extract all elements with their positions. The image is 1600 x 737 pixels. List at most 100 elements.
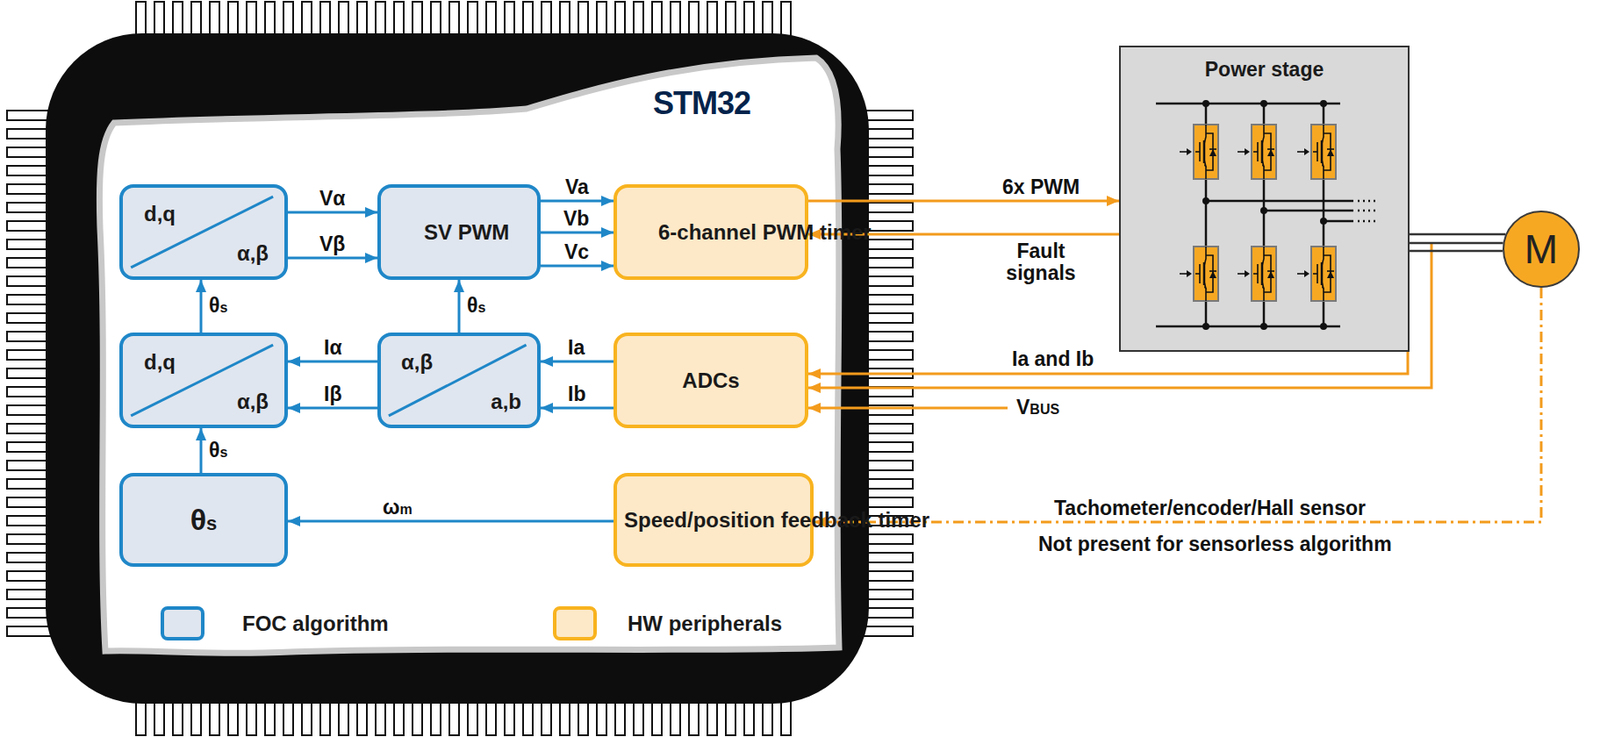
chip-pin (7, 165, 51, 176)
arrow-line (540, 231, 614, 235)
chip-pin (863, 129, 913, 139)
motor-phase-wire (1409, 250, 1503, 253)
edge-label: Ia (567, 337, 585, 359)
motor-circle: M (1502, 210, 1580, 288)
connector (459, 279, 460, 333)
connector (287, 408, 378, 409)
dotted-wire (1357, 220, 1379, 223)
junction-dot (1320, 100, 1328, 108)
motor-label: M (1524, 229, 1558, 270)
chip-pin (7, 479, 51, 489)
chip-pin (7, 331, 51, 342)
chip-pin (863, 497, 913, 508)
chip-pin (7, 387, 51, 397)
chip-pin (7, 423, 51, 434)
transform-block: α,βa,b (377, 332, 541, 429)
igbt-arrow (1321, 285, 1325, 290)
edge-label: Iα (323, 337, 343, 359)
block-label: ADCs (681, 368, 740, 394)
igbt-arrow (1262, 285, 1265, 290)
algorithm-block: SV PWM (377, 184, 541, 280)
chip-pin (7, 129, 51, 139)
junction-dot (1260, 100, 1268, 108)
arrow-line (540, 265, 614, 268)
chip-pin (7, 405, 51, 416)
dotted-wire (1357, 200, 1379, 203)
gate-input-head (1186, 270, 1192, 278)
diode (1267, 271, 1275, 279)
block-label: Speed/position feedback timer (624, 508, 804, 533)
chip-pin (863, 331, 913, 342)
chip-pin (7, 534, 51, 545)
diode-bar (1327, 148, 1335, 151)
legend-text: FOC algorithm (242, 611, 389, 637)
connector (540, 361, 614, 363)
motor-phase-wire (1409, 242, 1504, 245)
power-stage: Power stage (1119, 45, 1410, 352)
connector (540, 408, 614, 409)
arrow-line (287, 407, 378, 410)
diode-bar (1267, 148, 1275, 151)
edge-label: Va (565, 176, 589, 199)
chip-pin (863, 350, 913, 360)
chip-pin (7, 202, 51, 213)
edge-label: Fault signals (988, 240, 1094, 286)
arrow-line (458, 279, 461, 333)
edge-label: Vb (563, 208, 589, 230)
arrow-line (287, 211, 378, 215)
arrow-line (540, 200, 614, 203)
gate-input-head (1244, 270, 1250, 278)
igbt-gate (1253, 272, 1258, 275)
igbt-gate (1313, 272, 1318, 275)
chip-pin (863, 589, 913, 600)
switch-box (1311, 124, 1336, 180)
edge-label: θs (466, 294, 486, 317)
connector (808, 200, 1120, 202)
chip-pins (7, 1, 913, 736)
microcontroller-chip: STM32d,qα,βSV PWM6-channel PWM timerd,qα… (45, 33, 869, 704)
signal-name: Ia and Ib (1011, 348, 1094, 371)
arrow-line (287, 360, 378, 364)
chip-pin (7, 571, 51, 582)
arrow-line (200, 279, 203, 333)
edge-label: Vα (319, 187, 345, 210)
chip-pin (7, 221, 51, 231)
chip-pin (7, 147, 51, 158)
block-label: SV PWM (423, 220, 495, 245)
arrow-line (200, 428, 203, 474)
chip-pin (7, 239, 51, 250)
transform-block: d,qα,β (119, 184, 288, 280)
signal-name: VBUS (1016, 396, 1060, 419)
block-title: Power stage (1120, 57, 1408, 81)
igbt-arrow (1321, 163, 1325, 168)
diagonal-line (130, 344, 273, 417)
chip-pin (7, 626, 51, 637)
block-label: θs (190, 502, 218, 538)
dotted-wire (1357, 209, 1379, 213)
schematic-wire (1155, 102, 1341, 106)
junction-dot (1202, 197, 1210, 205)
chip-pin (7, 460, 51, 471)
gate-input-head (1304, 148, 1310, 156)
junction-dot (1202, 322, 1210, 331)
note-text: Not present for sensorless algorithm (1038, 533, 1392, 556)
chip-pin (863, 165, 913, 176)
chip-pin (863, 147, 913, 158)
gate-input-head (1304, 270, 1310, 278)
igbt-gate (1253, 150, 1258, 153)
arrow-line (287, 520, 614, 524)
chip-pin (863, 239, 913, 250)
arrow-line (808, 233, 1120, 237)
chip-pin (7, 516, 51, 526)
igbt-arrow (1262, 163, 1265, 168)
peripheral-block: 6-channel PWM timer (613, 184, 809, 280)
chip-pin (7, 313, 51, 323)
connector (287, 258, 378, 259)
switch-box (1193, 124, 1219, 180)
chip-pin (7, 552, 51, 563)
edge-label: θs (208, 294, 228, 317)
igbt-bar (1203, 262, 1206, 286)
chip-pin (863, 258, 913, 268)
chip-pin (863, 479, 913, 489)
chip-body (45, 33, 869, 704)
